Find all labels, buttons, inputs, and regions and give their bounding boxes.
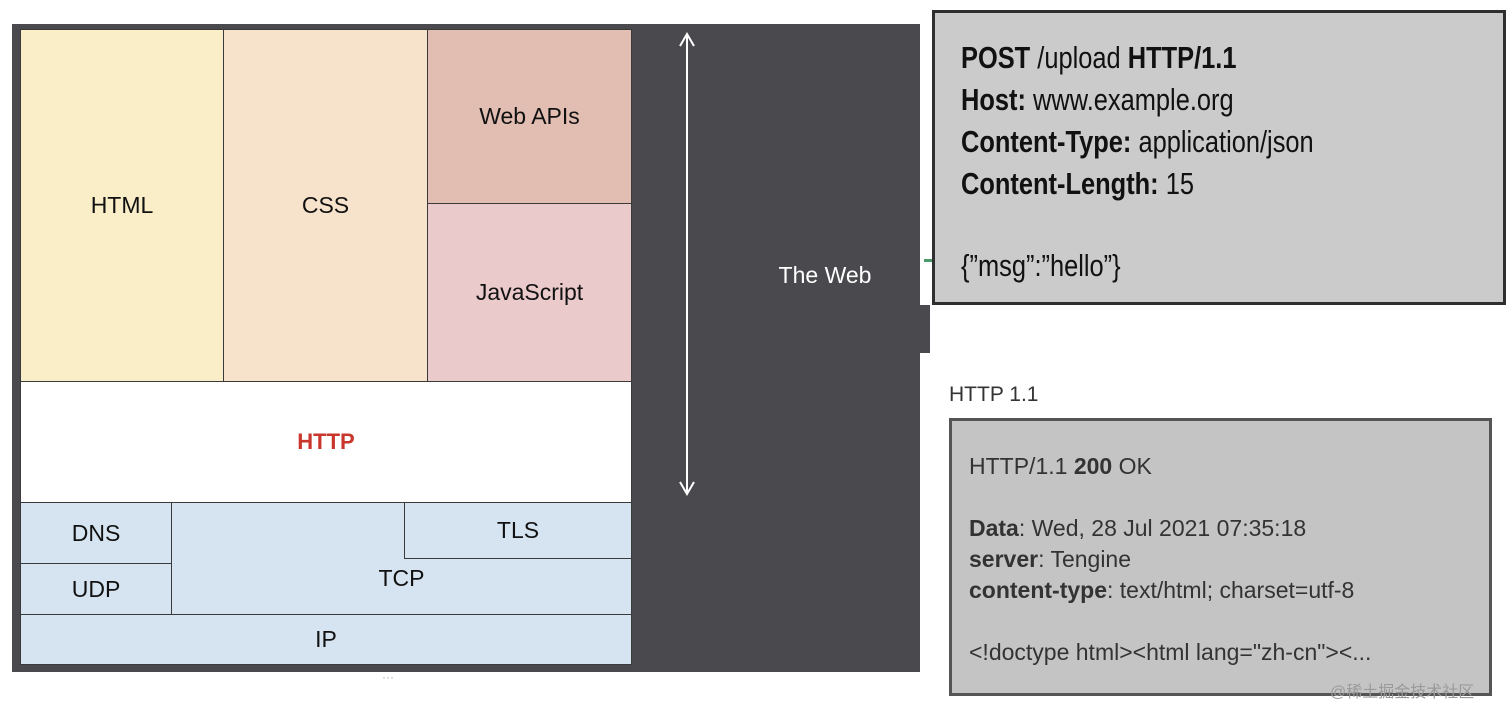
dns-layer: DNS bbox=[20, 502, 172, 564]
panel-edge bbox=[920, 305, 930, 353]
request-header-content-type: Content-Type: application/json bbox=[961, 121, 1405, 163]
dns-label: DNS bbox=[71, 519, 121, 546]
header-value: application/json bbox=[1131, 124, 1314, 159]
header-key: Content-Length: bbox=[961, 166, 1159, 201]
web-apis-layer: Web APIs bbox=[427, 29, 632, 204]
web-protocol-stack: HTML CSS Web APIs JavaScript HTTP TCP TL… bbox=[20, 29, 632, 665]
header-key: Content-Type: bbox=[961, 124, 1132, 159]
header-value: 15 bbox=[1158, 166, 1195, 201]
tls-label: TLS bbox=[496, 517, 540, 543]
request-protocol: HTTP/1.1 bbox=[1127, 40, 1237, 75]
request-line: POST /upload HTTP/1.1 bbox=[961, 37, 1405, 79]
javascript-layer: JavaScript bbox=[427, 203, 632, 382]
css-layer: CSS bbox=[223, 29, 428, 382]
status-text: OK bbox=[1112, 453, 1152, 479]
javascript-label: JavaScript bbox=[475, 279, 584, 305]
header-key: content-type bbox=[969, 577, 1107, 603]
status-protocol: HTTP/1.1 bbox=[969, 453, 1074, 479]
status-line: HTTP/1.1 200 OK bbox=[969, 451, 1489, 482]
response-caption: HTTP 1.1 bbox=[949, 383, 1039, 406]
response-header-content-type: content-type: text/html; charset=utf-8 bbox=[969, 575, 1489, 606]
header-value: : Wed, 28 Jul 2021 07:35:18 bbox=[1018, 515, 1307, 541]
status-code: 200 bbox=[1073, 453, 1113, 479]
request-header-host: Host: www.example.org bbox=[961, 79, 1405, 121]
header-key: Host: bbox=[961, 82, 1026, 117]
watermark: @稀土掘金技术社区 bbox=[1330, 684, 1475, 701]
request-body: {”msg”:”hello”} bbox=[961, 248, 1121, 283]
connector-tick bbox=[924, 259, 933, 262]
the-web-label: The Web bbox=[778, 262, 872, 288]
header-key: server bbox=[969, 546, 1039, 572]
response-header-server: server: Tengine bbox=[969, 544, 1489, 575]
header-value: www.example.org bbox=[1025, 82, 1234, 117]
udp-label: UDP bbox=[71, 575, 121, 602]
header-value: : Tengine bbox=[1038, 546, 1132, 572]
ellipsis-mark: ··· bbox=[382, 670, 394, 684]
tls-layer: TLS bbox=[404, 502, 632, 559]
http-layer: HTTP bbox=[20, 381, 632, 503]
css-label: CSS bbox=[301, 192, 350, 218]
html-layer: HTML bbox=[20, 29, 224, 382]
request-path: /upload bbox=[1030, 40, 1128, 75]
http-label: HTTP bbox=[297, 429, 355, 454]
request-method: POST bbox=[961, 40, 1031, 75]
tcp-label: TCP bbox=[378, 565, 425, 591]
header-key: Data bbox=[969, 515, 1019, 541]
http-response-example: HTTP/1.1 200 OK Data: Wed, 28 Jul 2021 0… bbox=[949, 418, 1492, 696]
html-label: HTML bbox=[90, 192, 154, 218]
web-apis-label: Web APIs bbox=[479, 103, 580, 129]
ip-label: IP bbox=[315, 626, 337, 652]
double-arrow-icon bbox=[679, 32, 695, 496]
response-body: <!doctype html><html lang="zh-cn"><... bbox=[969, 639, 1372, 665]
response-header-date: Data: Wed, 28 Jul 2021 07:35:18 bbox=[969, 513, 1489, 544]
http-request-example: POST /upload HTTP/1.1 Host: www.example.… bbox=[932, 10, 1506, 305]
udp-layer: UDP bbox=[20, 563, 172, 615]
header-value: : text/html; charset=utf-8 bbox=[1107, 577, 1355, 603]
request-header-content-length: Content-Length: 15 bbox=[961, 163, 1405, 205]
ip-layer: IP bbox=[20, 614, 632, 665]
